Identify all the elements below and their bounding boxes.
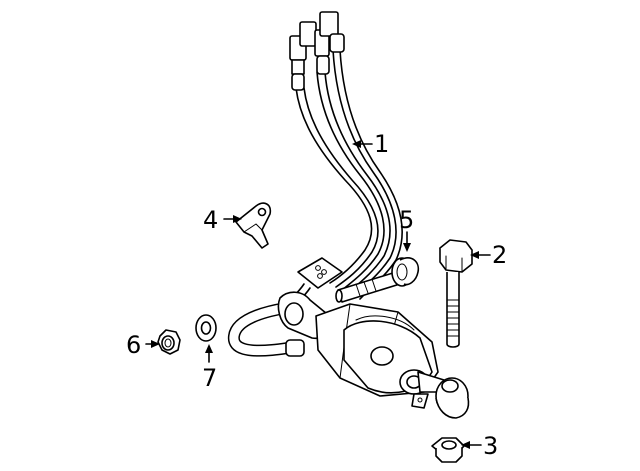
bolt-2 [439, 239, 473, 348]
callout-7: 7 [202, 344, 217, 392]
callout-1-label: 1 [374, 130, 389, 158]
nut-3 [431, 437, 465, 463]
washer-7 [195, 314, 217, 342]
callout-7-label: 7 [202, 364, 217, 392]
callout-1: 1 [352, 130, 389, 158]
callout-5-label: 5 [399, 206, 414, 234]
compressor-assembly [227, 291, 470, 419]
callout-2-label: 2 [492, 241, 507, 269]
callout-5: 5 [399, 206, 414, 252]
callout-2: 2 [470, 241, 507, 269]
callout-6-label: 6 [126, 331, 141, 359]
callout-4-label: 4 [203, 206, 218, 234]
bracket-4 [235, 202, 272, 249]
callout-3: 3 [461, 432, 498, 460]
callout-3-label: 3 [483, 432, 498, 460]
bolt-5 [335, 257, 420, 303]
callout-6: 6 [126, 331, 160, 359]
callout-4: 4 [203, 206, 242, 234]
nut-6 [157, 329, 181, 355]
